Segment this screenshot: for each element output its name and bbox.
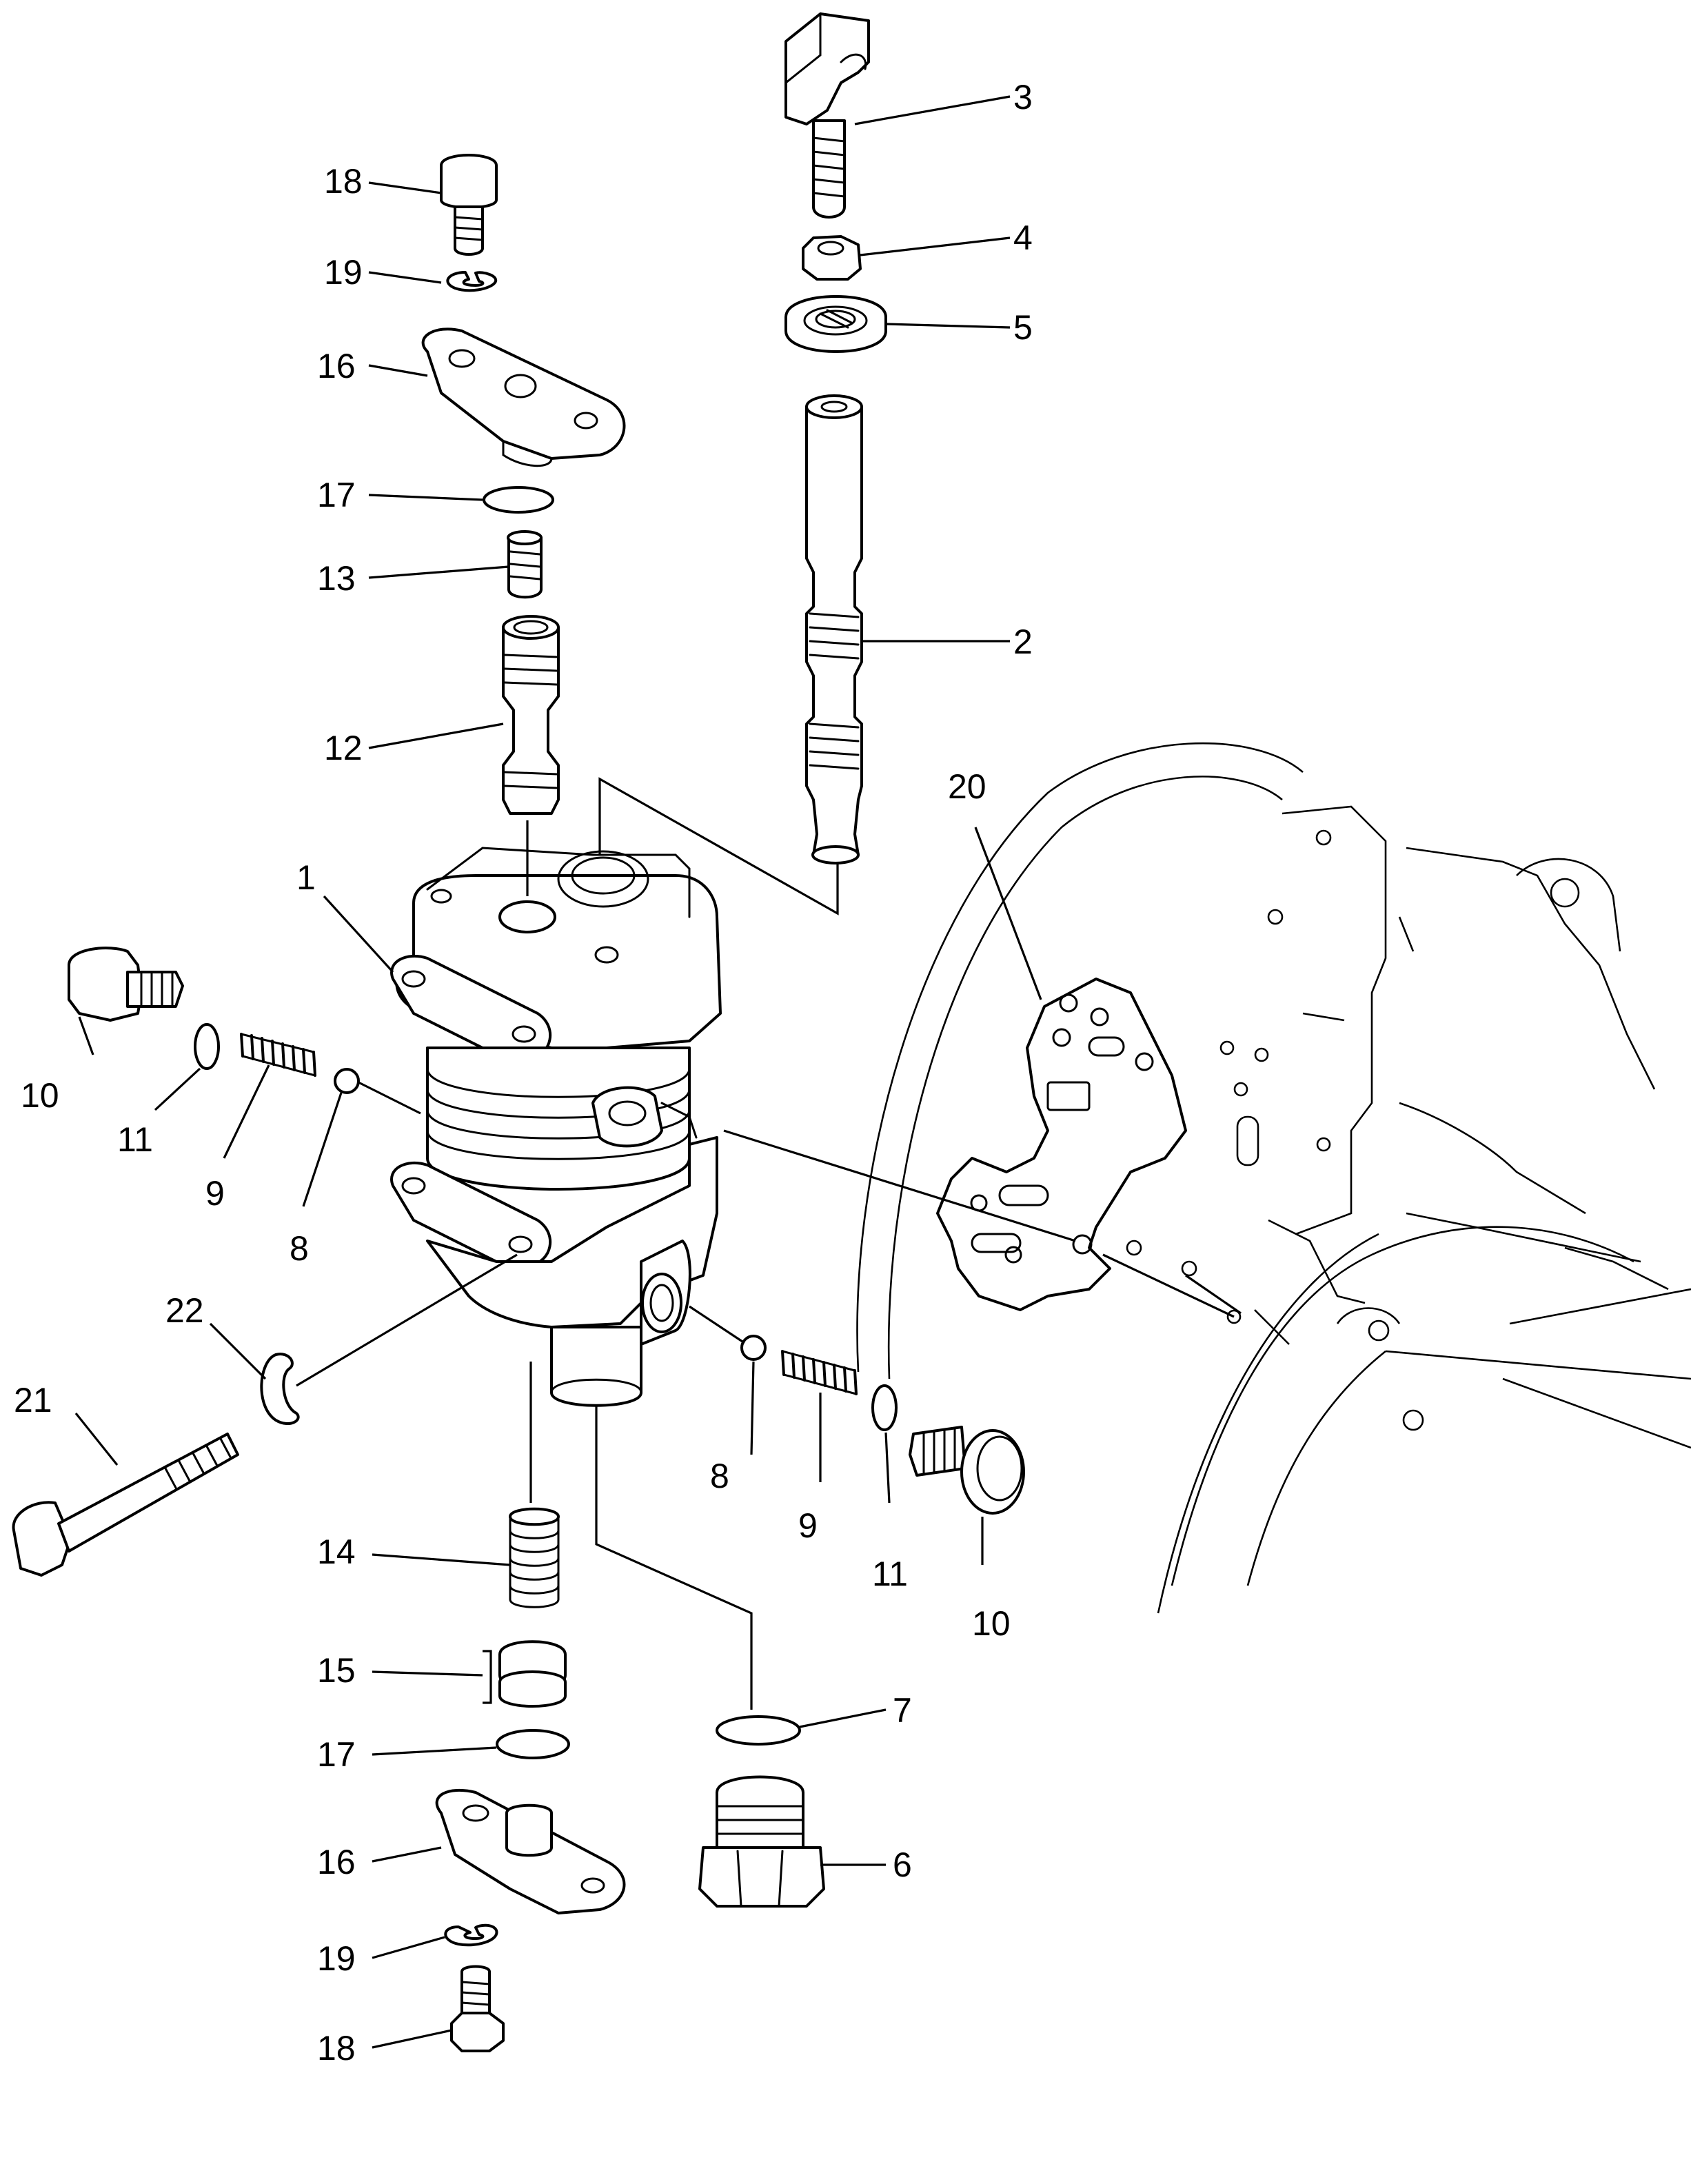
o-ring-right-part — [871, 1384, 898, 1431]
drain-plug-part — [698, 1775, 825, 1908]
callout-2: 2 — [1013, 623, 1033, 661]
callout-5: 5 — [1013, 308, 1033, 347]
snap-ring-bottom-part — [444, 1923, 498, 1947]
ball-right-part — [740, 1335, 767, 1361]
snap-ring-side-part — [260, 1353, 300, 1425]
callout-19-bottom: 19 — [317, 1939, 356, 1978]
callout-labels: 3 4 5 2 18 19 16 17 13 12 1 20 10 11 9 8… — [14, 78, 1033, 2067]
seal-ring-part — [784, 295, 887, 353]
snap-ring-top-part — [446, 271, 498, 292]
valve-body-part — [390, 847, 722, 1407]
callout-13: 13 — [317, 559, 356, 598]
callout-4: 4 — [1013, 219, 1033, 257]
ball-left-part — [334, 1068, 360, 1094]
bolt-bottom-part — [450, 1965, 505, 2052]
callout-17-bottom: 17 — [317, 1735, 356, 1774]
bolt-top-part — [440, 154, 498, 256]
spring-right-part — [781, 1350, 858, 1395]
piston-cup-part — [498, 1640, 567, 1708]
housing-background — [856, 742, 1691, 1614]
plug-left-part — [68, 947, 184, 1022]
callout-12: 12 — [324, 729, 363, 767]
callout-10-left: 10 — [21, 1076, 59, 1115]
callout-18-top: 18 — [324, 162, 363, 201]
callout-10-right: 10 — [972, 1604, 1011, 1643]
callout-3: 3 — [1013, 78, 1033, 117]
callout-18-bottom: 18 — [317, 2029, 356, 2067]
callout-20: 20 — [948, 767, 986, 806]
nut-part — [802, 235, 862, 281]
flange-bottom-part — [435, 1788, 626, 1914]
spool-part — [805, 394, 863, 865]
callout-16-bottom: 16 — [317, 1843, 356, 1881]
callout-9-left: 9 — [205, 1174, 225, 1213]
callout-7: 7 — [893, 1691, 912, 1730]
callout-22: 22 — [165, 1291, 204, 1330]
callout-6: 6 — [893, 1846, 912, 1884]
callout-11-left: 11 — [117, 1120, 153, 1159]
callout-1: 1 — [296, 858, 316, 897]
callout-16-top: 16 — [317, 347, 356, 385]
long-bolt-part — [12, 1433, 239, 1577]
callout-8-left: 8 — [290, 1229, 309, 1268]
callout-19-top: 19 — [324, 253, 363, 292]
o-ring-bottom-part — [496, 1729, 570, 1759]
callout-15: 15 — [317, 1651, 356, 1690]
callout-21: 21 — [14, 1381, 52, 1419]
o-ring-left-part — [194, 1023, 220, 1070]
callout-11-right: 11 — [872, 1555, 908, 1593]
o-ring-top-part — [483, 486, 554, 514]
callout-9-right: 9 — [798, 1506, 818, 1545]
callout-17-top: 17 — [317, 476, 356, 514]
flange-top-part — [421, 327, 626, 467]
o-ring-large-part — [716, 1715, 801, 1746]
gasket — [936, 978, 1187, 1311]
callout-14: 14 — [317, 1533, 356, 1571]
piston-part — [502, 615, 560, 815]
callout-8-right: 8 — [710, 1457, 729, 1495]
leader-lines — [74, 95, 1242, 2049]
sleeve-part — [507, 530, 543, 599]
spring-left-part — [240, 1033, 316, 1077]
spring-lower-part — [509, 1507, 560, 1608]
clevis-part — [784, 12, 870, 219]
plug-right-part — [909, 1426, 1025, 1515]
